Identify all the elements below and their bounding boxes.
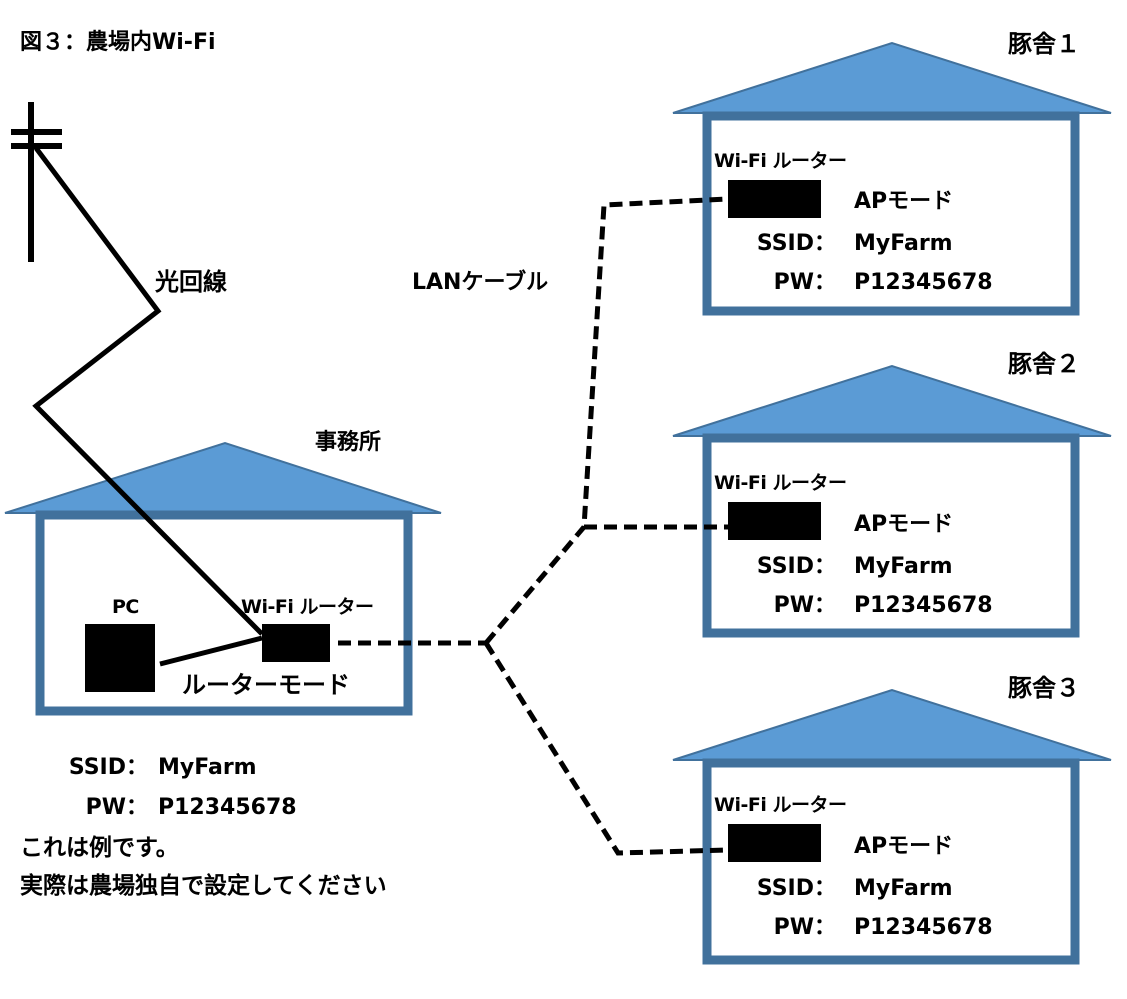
- office-name: 事務所: [315, 430, 382, 455]
- lan-cables: [338, 196, 729, 856]
- pc-label: PC: [112, 596, 139, 618]
- lan-cable-barn-3: [483, 641, 729, 856]
- barn-3-ssid-value: MyFarm: [854, 876, 953, 901]
- barn-2-name: 豚舎２: [1008, 350, 1080, 378]
- barn-1-ssid-value: MyFarm: [854, 231, 953, 256]
- office-ssid-value: MyFarm: [158, 755, 257, 780]
- barn-2-ssid-value: MyFarm: [854, 554, 953, 579]
- barn-3-pw-key: PW：: [773, 915, 836, 940]
- fiber-line: [32, 146, 264, 636]
- barn-1-mode: APモード: [854, 189, 954, 214]
- barn-2-router-label: Wi-Fi ルーター: [714, 472, 847, 494]
- barn-2-pw-key: PW：: [773, 593, 836, 618]
- office-router-icon: [262, 624, 330, 662]
- utility-pole-icon: [11, 102, 62, 262]
- office-pw-key: PW：: [85, 795, 148, 820]
- office-ssid-key: SSID：: [68, 755, 148, 780]
- barn-1-pw-value: P12345678: [854, 270, 993, 295]
- barn-2-router-icon: [728, 502, 821, 540]
- barn-1-router-label: Wi-Fi ルーター: [714, 150, 847, 172]
- lan-cable-label: LANケーブル: [412, 270, 549, 295]
- barn-2-mode: APモード: [854, 512, 954, 537]
- barn-2-ssid-key: SSID：: [756, 554, 836, 579]
- barn-3-name: 豚舎３: [1008, 674, 1080, 702]
- barn-3-pw-value: P12345678: [854, 915, 993, 940]
- fiber-line-label: 光回線: [155, 268, 227, 296]
- barn-1-pw-key: PW：: [773, 270, 836, 295]
- barn-3-ssid-key: SSID：: [756, 876, 836, 901]
- barn-3-router-icon: [728, 824, 821, 862]
- barn-1-ssid-key: SSID：: [756, 231, 836, 256]
- office-pw-value: P12345678: [158, 795, 297, 820]
- office-router-label: Wi-Fi ルーター: [241, 596, 374, 618]
- pc-icon: [85, 624, 155, 692]
- barn-1-name: 豚舎１: [1008, 30, 1080, 58]
- note-example: これは例です。: [20, 835, 179, 861]
- note-instruction: 実際は農場独自で設定してください: [20, 873, 387, 899]
- lan-cable-barn-1: [484, 196, 729, 645]
- office-router-mode: ルーターモード: [182, 671, 350, 699]
- barn-1-router-icon: [728, 180, 821, 218]
- barn-2-pw-value: P12345678: [854, 593, 993, 618]
- pc-router-cable: [159, 635, 263, 667]
- page-title: 図３：農場内Wi-Fi: [20, 30, 216, 55]
- barn-3-mode: APモード: [854, 834, 954, 859]
- barn-3-router-label: Wi-Fi ルーター: [714, 794, 847, 816]
